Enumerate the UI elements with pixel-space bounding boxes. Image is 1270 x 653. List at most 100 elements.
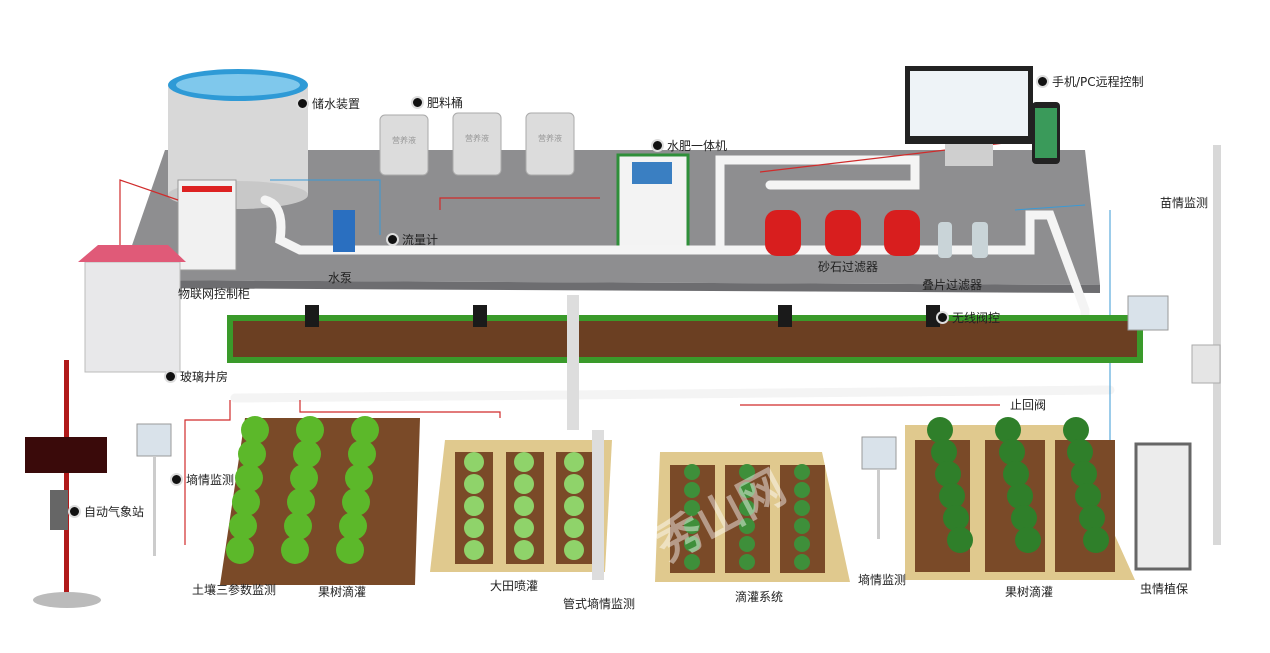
label-well-house: 玻璃井房 bbox=[164, 368, 228, 385]
label-text: 砂石过滤器 bbox=[818, 260, 879, 274]
vegetable-plant bbox=[514, 518, 534, 538]
vegetable-plant bbox=[514, 452, 534, 472]
label-sand-filter: 砂石过滤器 bbox=[818, 258, 878, 275]
label-water-pump: 水泵 bbox=[328, 269, 352, 286]
orchard-tree bbox=[939, 483, 965, 509]
orchard-tree bbox=[995, 417, 1021, 443]
orchard-tree bbox=[999, 439, 1025, 465]
orchard-tree bbox=[1063, 417, 1089, 443]
label-orchard-drip-1: 果树滴灌 bbox=[318, 583, 366, 600]
sand-filters bbox=[765, 210, 920, 256]
label-wireless-valve: 无线阀控 bbox=[936, 309, 1000, 326]
marker-dot-icon bbox=[296, 97, 309, 110]
iot-cabinet bbox=[177, 179, 237, 271]
label-flow-meter: 流量计 bbox=[386, 231, 438, 248]
water-pump bbox=[333, 210, 355, 252]
drip-crop bbox=[684, 464, 700, 480]
drip-crop bbox=[794, 482, 810, 498]
label-text: 叠片过滤器 bbox=[922, 278, 983, 292]
label-text: 苗情监测 bbox=[1160, 196, 1209, 210]
label-text: 水肥一体机 bbox=[667, 139, 728, 153]
banana-plant bbox=[238, 440, 266, 468]
label-text: 墒情监测 bbox=[858, 573, 907, 587]
drip-crop bbox=[739, 464, 755, 480]
marker-dot-icon bbox=[936, 311, 949, 324]
banana-plant bbox=[241, 416, 269, 444]
weather-display bbox=[25, 437, 107, 473]
label-text: 手机/PC远程控制 bbox=[1052, 75, 1144, 89]
banana-plant bbox=[235, 464, 263, 492]
vegetable-plant bbox=[564, 518, 584, 538]
orchard-tree bbox=[1083, 527, 1109, 553]
fertilizer-tanks bbox=[379, 112, 575, 176]
tank-label-2: 营养液 bbox=[465, 134, 489, 143]
banana-plant bbox=[226, 536, 254, 564]
drip-crop bbox=[739, 482, 755, 498]
drip-crop bbox=[684, 500, 700, 516]
vegetable-plant bbox=[514, 496, 534, 516]
label-orchard-drip-2: 果树滴灌 bbox=[1005, 583, 1053, 600]
banana-plant bbox=[296, 416, 324, 444]
marker-dot-icon bbox=[411, 96, 424, 109]
banana-plant bbox=[293, 440, 321, 468]
disc-filters bbox=[938, 222, 988, 258]
drip-crop bbox=[739, 518, 755, 534]
label-disc-filter: 叠片过滤器 bbox=[922, 276, 982, 293]
marker-dot-icon bbox=[651, 139, 664, 152]
marker-dot-icon bbox=[68, 505, 81, 518]
drip-crop bbox=[684, 518, 700, 534]
banana-plant bbox=[339, 512, 367, 540]
drip-crop bbox=[739, 536, 755, 552]
label-text: 自动气象站 bbox=[84, 505, 145, 519]
drip-crop bbox=[794, 536, 810, 552]
label-field-sprinkler: 大田喷灌 bbox=[490, 577, 538, 594]
pest-control-cabinet bbox=[1134, 442, 1192, 571]
control-wires bbox=[119, 139, 1031, 545]
vegetable-plant bbox=[514, 540, 534, 560]
orchard-tree bbox=[1067, 439, 1093, 465]
banana-plant bbox=[348, 440, 376, 468]
label-text: 土壤三参数监测 bbox=[192, 583, 277, 597]
label-text: 肥料桶 bbox=[427, 96, 464, 110]
label-text: 玻璃井房 bbox=[180, 370, 229, 384]
banana-plant bbox=[351, 416, 379, 444]
drip-crop bbox=[739, 554, 755, 570]
vegetable-plant bbox=[464, 496, 484, 516]
label-remote-control: 手机/PC远程控制 bbox=[1036, 73, 1144, 90]
orchard-tree bbox=[935, 461, 961, 487]
soil-moisture-station-2 bbox=[861, 436, 897, 470]
label-text: 果树滴灌 bbox=[1005, 585, 1054, 599]
label-text: 止回阀 bbox=[1010, 398, 1047, 412]
vegetable-plant bbox=[564, 474, 584, 494]
label-fertigation-machine: 水肥一体机 bbox=[651, 137, 727, 154]
label-weather-station: 自动气象站 bbox=[68, 503, 144, 520]
label-fertilizer-tank: 肥料桶 bbox=[411, 94, 463, 111]
vegetable-plant bbox=[464, 540, 484, 560]
banana-plant bbox=[287, 488, 315, 516]
pipe-trench bbox=[227, 315, 1143, 363]
label-text: 储水装置 bbox=[312, 97, 361, 111]
banana-plant bbox=[232, 488, 260, 516]
banana-plant bbox=[345, 464, 373, 492]
vegetable-plant bbox=[464, 474, 484, 494]
label-soil-moisture-1: 墒情监测 bbox=[170, 471, 234, 488]
well-house bbox=[84, 261, 181, 373]
label-text: 无线阀控 bbox=[952, 311, 1001, 325]
label-water-storage: 储水装置 bbox=[296, 95, 360, 112]
drip-crop bbox=[794, 554, 810, 570]
orchard-tree bbox=[1075, 483, 1101, 509]
label-text: 物联网控制柜 bbox=[178, 287, 251, 301]
label-text: 果树滴灌 bbox=[318, 585, 367, 599]
wireless-valves bbox=[305, 305, 940, 327]
drip-crop bbox=[794, 518, 810, 534]
orchard-tree bbox=[1015, 527, 1041, 553]
label-text: 管式墒情监测 bbox=[563, 597, 636, 611]
drip-crop bbox=[794, 464, 810, 480]
vegetable-plant bbox=[564, 540, 584, 560]
label-text: 虫情植保 bbox=[1140, 582, 1189, 596]
marker-dot-icon bbox=[1036, 75, 1049, 88]
orchard-tree bbox=[1071, 461, 1097, 487]
marker-dot-icon bbox=[386, 233, 399, 246]
vegetable-plant bbox=[514, 474, 534, 494]
